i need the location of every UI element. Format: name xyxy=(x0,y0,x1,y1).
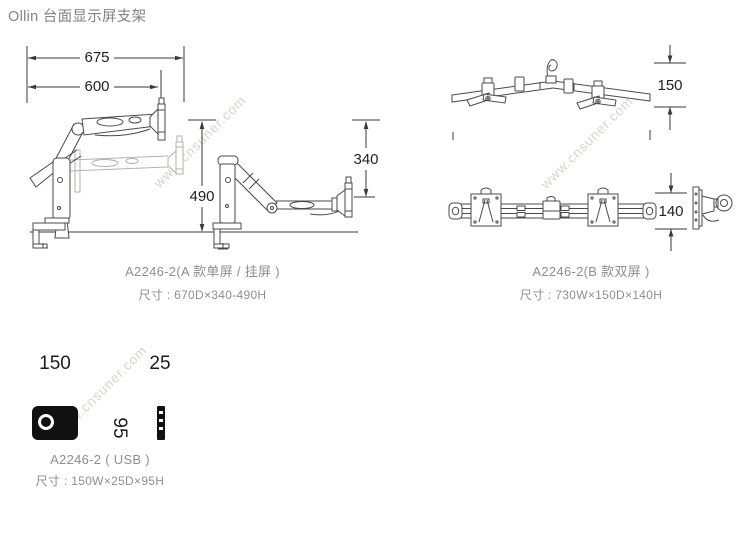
diagram-b-caption: A2246-2(B 款双屏 ) xyxy=(532,264,650,279)
diagram-b-front-arrowheads xyxy=(668,185,674,237)
dim-150-label: 150 xyxy=(657,77,682,94)
crossbar-front xyxy=(448,186,733,230)
diagram-a-caption: A2246-2(A 款单屏 / 挂屏 ) xyxy=(125,264,280,279)
diagram-b-size: 尺寸 : 730W×150D×140H xyxy=(519,288,663,302)
usb-size: 尺寸 : 150W×25D×95H xyxy=(35,474,165,488)
diagram-b-top-arrowheads xyxy=(667,55,673,115)
dim-140-label: 140 xyxy=(658,203,683,220)
usb-dim-width-label: 150 xyxy=(39,353,71,374)
usb-port-ring xyxy=(38,414,54,430)
page-title: Ollin 台面显示屏支架 xyxy=(8,9,147,25)
diagram-a-drawing: 675 600 490 340 xyxy=(26,46,380,250)
dim-675-label: 675 xyxy=(84,49,109,66)
usb-dim-depth-label: 25 xyxy=(149,353,171,374)
side-view xyxy=(692,186,733,230)
vesa-plate-left xyxy=(470,187,502,227)
dim-600-label: 600 xyxy=(84,78,109,95)
usb-port-slot xyxy=(159,411,163,414)
monitor-mount-right xyxy=(576,80,617,110)
diagram-a-arrowheads xyxy=(28,55,369,232)
usb-port-slot xyxy=(159,427,163,430)
diagram-a-size: 尺寸 : 670D×340-490H xyxy=(138,288,267,302)
crossbar-top xyxy=(451,59,651,110)
center-bracket xyxy=(542,196,561,220)
usb-caption: A2246-2 ( USB ) xyxy=(50,452,150,467)
usb-port-slot xyxy=(159,419,163,422)
diagram-b-top-view: 150 730 xyxy=(451,45,686,140)
usb-dim-height-label: 95 xyxy=(109,417,130,439)
diagram-b-front-view: 140 xyxy=(448,173,733,251)
monitor-mount-left xyxy=(466,77,507,107)
monitor-arm-lowered xyxy=(212,155,353,250)
vesa-plate-right xyxy=(587,187,619,227)
dim-490-label: 490 xyxy=(189,188,214,205)
ghost-arm xyxy=(69,135,184,193)
dim-340-label: 340 xyxy=(353,151,378,168)
monitor-arm-raised xyxy=(29,97,166,249)
usb-hub-front xyxy=(32,406,78,440)
usb-hub-side xyxy=(157,406,165,440)
